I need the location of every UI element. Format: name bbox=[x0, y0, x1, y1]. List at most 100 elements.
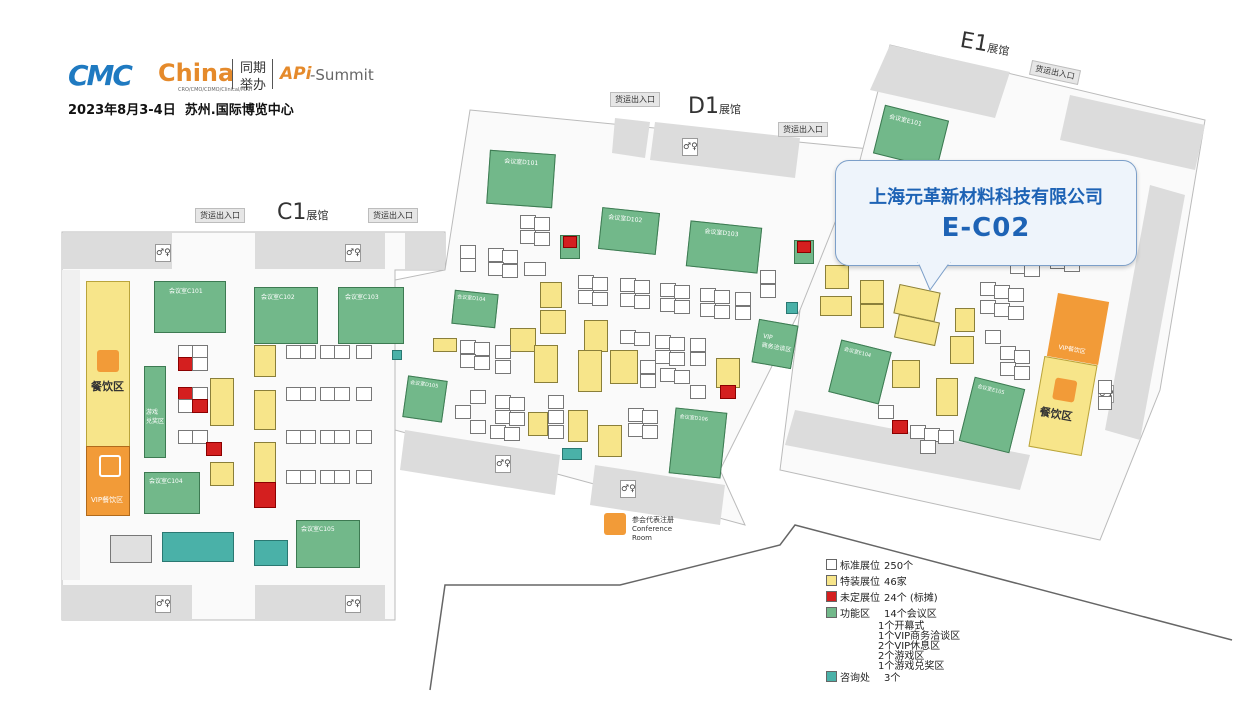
standard-booth[interactable] bbox=[192, 357, 208, 371]
undecided-booth[interactable] bbox=[563, 236, 577, 248]
standard-booth[interactable] bbox=[938, 430, 954, 444]
info-desk[interactable] bbox=[392, 350, 402, 360]
special-booth[interactable] bbox=[860, 304, 884, 328]
special-booth[interactable] bbox=[210, 378, 234, 426]
standard-booth[interactable] bbox=[356, 430, 372, 444]
undecided-booth[interactable] bbox=[192, 399, 208, 413]
standard-booth[interactable] bbox=[495, 345, 511, 359]
standard-booth[interactable] bbox=[674, 300, 690, 314]
info-desk[interactable] bbox=[562, 448, 582, 460]
game-zone[interactable]: 游戏 兑奖区 bbox=[144, 366, 166, 458]
standard-booth[interactable] bbox=[760, 284, 776, 298]
standard-booth[interactable] bbox=[334, 470, 350, 484]
meeting-room-d104[interactable]: 会议室D104 bbox=[451, 289, 499, 329]
standard-booth[interactable] bbox=[502, 250, 518, 264]
standard-booth[interactable] bbox=[300, 430, 316, 444]
standard-booth[interactable] bbox=[985, 330, 1001, 344]
standard-booth[interactable] bbox=[534, 232, 550, 246]
meeting-room-c103[interactable]: 会议室C103 bbox=[338, 287, 404, 344]
special-booth[interactable] bbox=[433, 338, 457, 352]
undecided-booth[interactable] bbox=[254, 482, 276, 508]
standard-booth[interactable] bbox=[690, 385, 706, 399]
special-booth[interactable] bbox=[528, 412, 548, 436]
standard-booth[interactable] bbox=[502, 264, 518, 278]
special-booth[interactable] bbox=[540, 310, 566, 334]
standard-booth[interactable] bbox=[642, 425, 658, 439]
standard-booth[interactable] bbox=[674, 285, 690, 299]
standard-booth[interactable] bbox=[674, 370, 690, 384]
standard-booth[interactable] bbox=[920, 440, 936, 454]
standard-booth[interactable] bbox=[592, 292, 608, 306]
special-booth[interactable] bbox=[254, 345, 276, 377]
standard-booth[interactable] bbox=[1008, 288, 1024, 302]
standard-booth[interactable] bbox=[504, 427, 520, 441]
special-booth[interactable] bbox=[568, 410, 588, 442]
meeting-room-c101[interactable]: 会议室C101 bbox=[154, 281, 226, 333]
standard-booth[interactable] bbox=[509, 397, 525, 411]
standard-booth[interactable] bbox=[1014, 350, 1030, 364]
standard-booth[interactable] bbox=[470, 390, 486, 404]
standard-booth[interactable] bbox=[735, 292, 751, 306]
meeting-room-c102[interactable]: 会议室C102 bbox=[254, 287, 318, 344]
meeting-room-c104[interactable]: 会议室C104 bbox=[144, 472, 200, 514]
undecided-booth[interactable] bbox=[892, 420, 908, 434]
standard-booth[interactable] bbox=[192, 430, 208, 444]
standard-booth[interactable] bbox=[356, 387, 372, 401]
standard-booth[interactable] bbox=[356, 345, 372, 359]
undecided-booth[interactable] bbox=[797, 241, 811, 253]
meeting-room-c105[interactable]: 会议室C105 bbox=[296, 520, 360, 568]
special-booth[interactable] bbox=[955, 308, 975, 332]
special-booth[interactable] bbox=[936, 378, 958, 416]
standard-booth[interactable] bbox=[640, 374, 656, 388]
undecided-booth[interactable] bbox=[206, 442, 222, 456]
special-booth[interactable] bbox=[210, 462, 234, 486]
special-booth[interactable] bbox=[610, 350, 638, 384]
info-desk[interactable] bbox=[162, 532, 234, 562]
special-booth[interactable] bbox=[716, 358, 740, 388]
standard-booth[interactable] bbox=[642, 410, 658, 424]
standard-booth[interactable] bbox=[1008, 306, 1024, 320]
standard-booth[interactable] bbox=[334, 387, 350, 401]
info-desk[interactable] bbox=[786, 302, 798, 314]
special-booth[interactable] bbox=[950, 336, 974, 364]
special-booth[interactable] bbox=[825, 265, 849, 289]
special-booth[interactable] bbox=[584, 320, 608, 352]
meeting-room-d106[interactable]: 会议室D106 bbox=[668, 407, 728, 479]
meeting-room-d102[interactable]: 会议室D102 bbox=[597, 207, 661, 255]
standard-booth[interactable] bbox=[690, 352, 706, 366]
standard-booth[interactable] bbox=[1014, 366, 1030, 380]
standard-booth[interactable] bbox=[640, 360, 656, 374]
standard-booth[interactable] bbox=[548, 425, 564, 439]
special-booth[interactable] bbox=[820, 296, 852, 316]
standard-booth[interactable] bbox=[760, 270, 776, 284]
standard-booth[interactable] bbox=[669, 337, 685, 351]
undecided-booth[interactable] bbox=[720, 385, 736, 399]
standard-booth[interactable] bbox=[634, 280, 650, 294]
entrance-area[interactable] bbox=[110, 535, 152, 563]
special-booth[interactable] bbox=[254, 390, 276, 430]
standard-booth[interactable] bbox=[474, 356, 490, 370]
meeting-room-d101[interactable]: 会议室D101 bbox=[486, 149, 556, 209]
special-booth[interactable] bbox=[534, 345, 558, 383]
standard-booth[interactable] bbox=[714, 290, 730, 304]
standard-booth[interactable] bbox=[334, 430, 350, 444]
standard-booth[interactable] bbox=[669, 352, 685, 366]
standard-booth[interactable] bbox=[509, 412, 525, 426]
standard-booth[interactable] bbox=[470, 420, 486, 434]
meeting-room-d105[interactable]: 会议室D105 bbox=[402, 375, 448, 423]
special-booth[interactable] bbox=[578, 350, 602, 392]
standard-booth[interactable] bbox=[548, 395, 564, 409]
standard-booth[interactable] bbox=[690, 338, 706, 352]
standard-booth[interactable] bbox=[1098, 380, 1112, 394]
special-booth[interactable] bbox=[598, 425, 622, 457]
standard-booth[interactable] bbox=[634, 295, 650, 309]
standard-booth[interactable] bbox=[495, 360, 511, 374]
standard-booth[interactable] bbox=[714, 305, 730, 319]
standard-booth[interactable] bbox=[300, 345, 316, 359]
standard-booth[interactable] bbox=[592, 277, 608, 291]
standard-booth[interactable] bbox=[524, 262, 546, 276]
standard-booth[interactable] bbox=[735, 306, 751, 320]
standard-booth[interactable] bbox=[356, 470, 372, 484]
standard-booth[interactable] bbox=[548, 410, 564, 424]
standard-booth[interactable] bbox=[878, 405, 894, 419]
